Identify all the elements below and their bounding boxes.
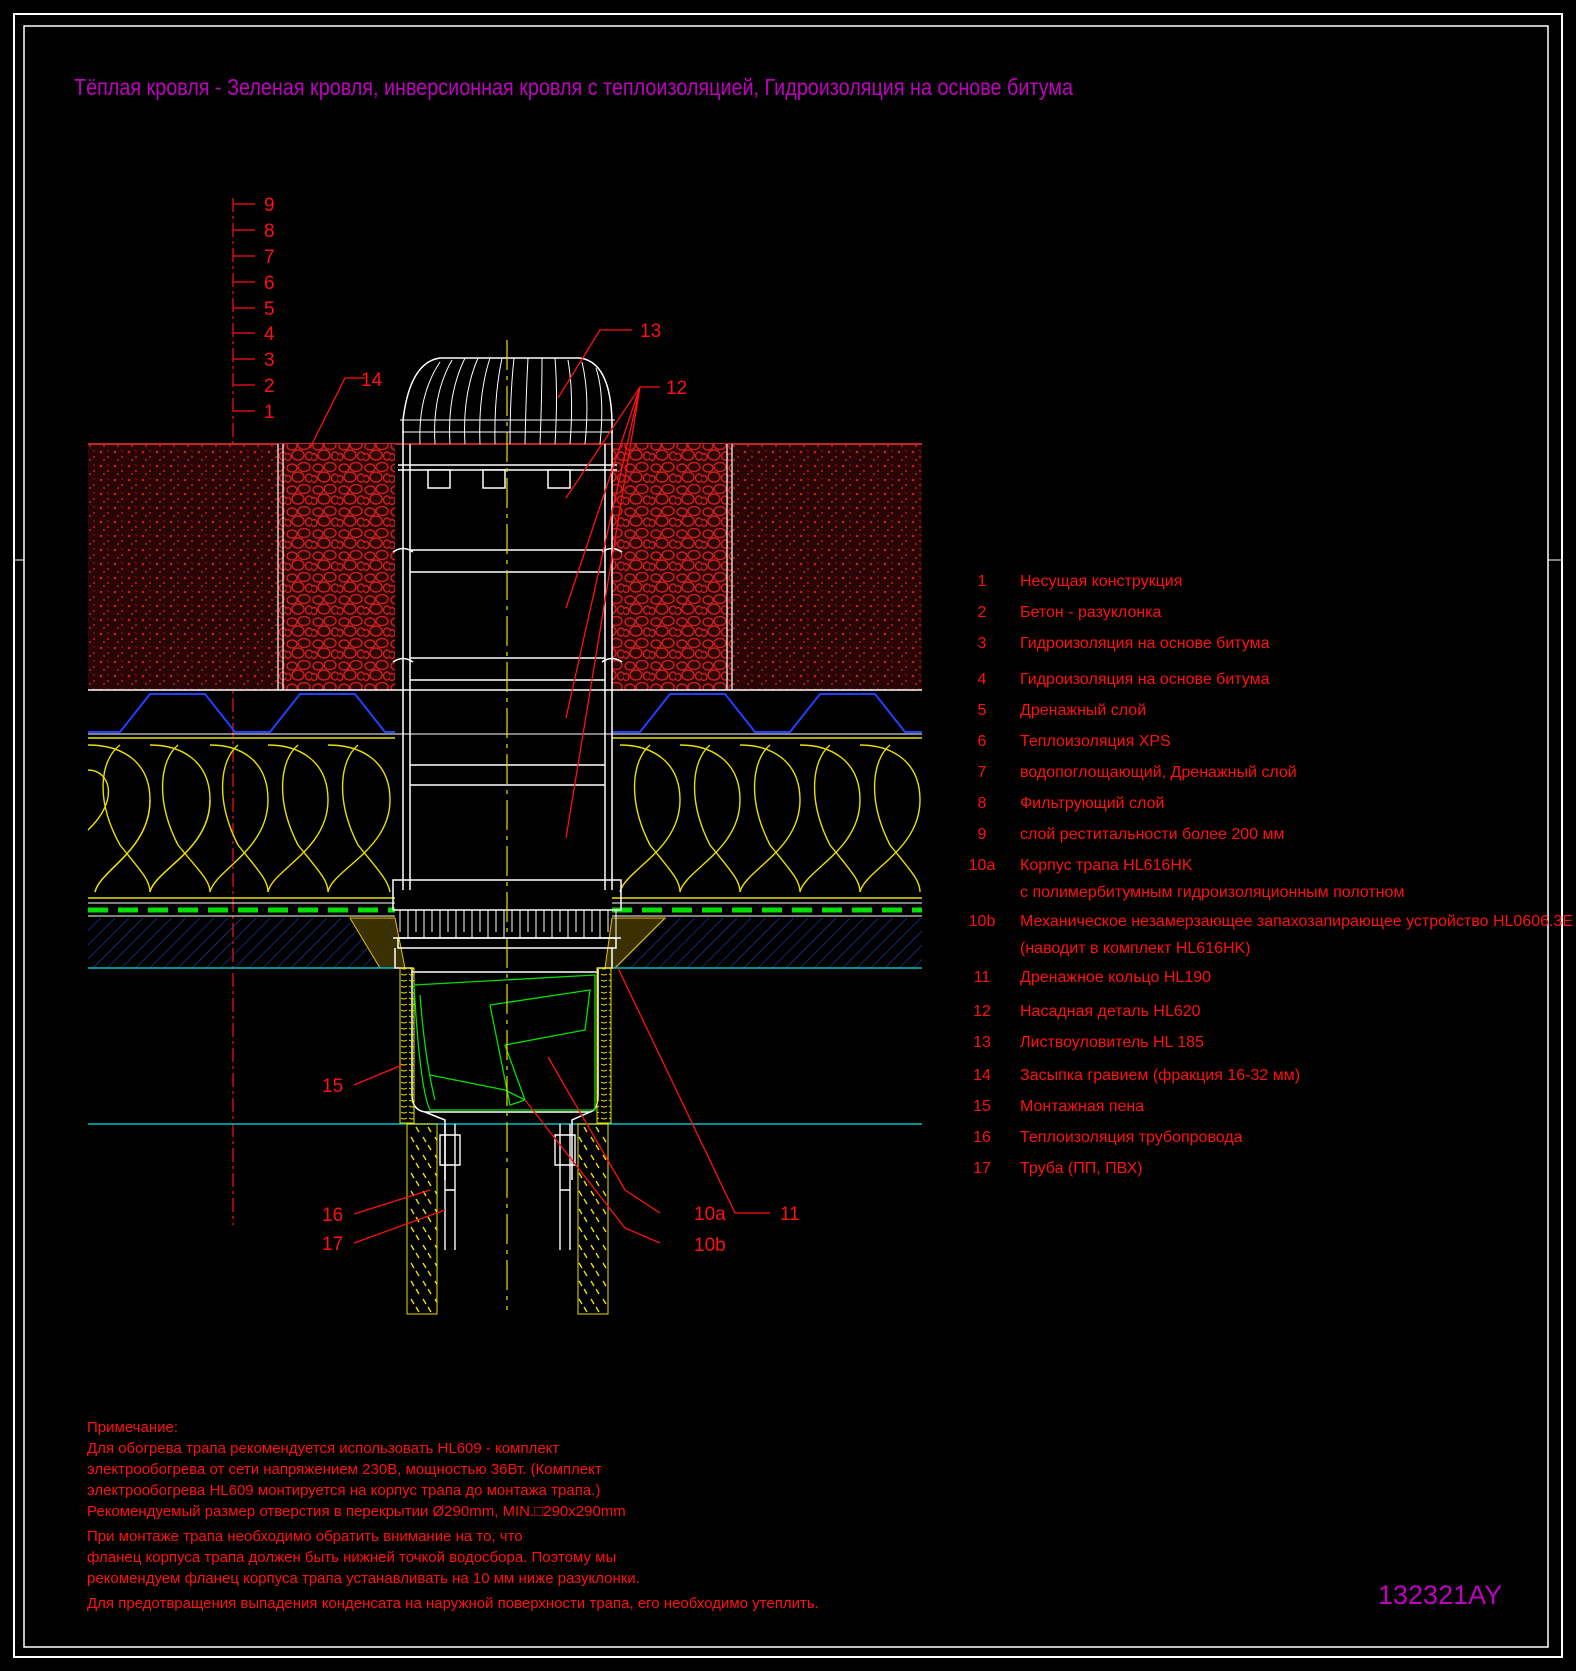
legend-text: слой реститальности более 200 мм bbox=[1020, 826, 1285, 843]
legend-num: 11 bbox=[973, 969, 991, 986]
callout-11: 11 bbox=[780, 1204, 800, 1225]
gravel-border-right bbox=[726, 444, 733, 690]
drawing-code: 132321AY bbox=[1378, 1580, 1503, 1610]
legend-text: Теплоизоляция XPS bbox=[1020, 733, 1171, 750]
callout-13: 13 bbox=[640, 321, 661, 342]
drain-body bbox=[394, 948, 613, 973]
gravel-fill-right bbox=[612, 444, 732, 690]
callout-17: 17 bbox=[322, 1234, 343, 1255]
notes-heading: Примечание: bbox=[87, 1419, 178, 1436]
gravel-fill-left bbox=[278, 444, 395, 690]
legend-text: Корпус трапа HL616HK bbox=[1020, 857, 1193, 874]
callout-15: 15 bbox=[322, 1076, 343, 1097]
legend-num: 7 bbox=[977, 764, 987, 781]
legend-num: 5 bbox=[977, 702, 987, 719]
xps-insulation bbox=[87, 737, 922, 899]
legend-num: 9 bbox=[977, 826, 987, 843]
legend-text: Несущая конструкция bbox=[1020, 573, 1183, 590]
notes-line: Рекомендуемый размер отверстия в перекры… bbox=[87, 1503, 626, 1520]
scale-label-4: 4 bbox=[264, 324, 275, 345]
legend-num: 10a bbox=[968, 857, 996, 874]
legend-text: Теплоизоляция трубопровода bbox=[1020, 1129, 1243, 1146]
legend-num: 1 bbox=[977, 573, 987, 590]
drainage-layer bbox=[88, 693, 922, 733]
notes-block: Примечание: Для обогрева трапа рекоменду… bbox=[87, 1417, 819, 1614]
legend-num: 2 bbox=[977, 604, 987, 621]
soil-layer-right bbox=[732, 444, 922, 690]
legend-text-2: с полимербитумным гидроизоляционным поло… bbox=[1020, 884, 1405, 901]
drawing-title: Тёплая кровля - Зеленая кровля, инверсио… bbox=[74, 74, 1073, 100]
legend-text: Механическое незамерзающее запахозапираю… bbox=[1020, 913, 1574, 930]
legend-num: 14 bbox=[973, 1067, 991, 1084]
mounting-foam-right bbox=[596, 967, 612, 1124]
legend-text: Листвоуловитель HL 185 bbox=[1020, 1034, 1204, 1051]
legend-num: 17 bbox=[973, 1160, 991, 1177]
drain-assembly bbox=[392, 357, 623, 1180]
legend-num: 6 bbox=[977, 733, 987, 750]
callout-10a: 10a bbox=[694, 1204, 726, 1225]
legend-num: 4 bbox=[977, 671, 987, 688]
legend-num: 3 bbox=[977, 635, 987, 652]
scale-label-2: 2 bbox=[264, 376, 275, 397]
callout-16: 16 bbox=[322, 1205, 343, 1226]
scale-label-1: 1 bbox=[264, 402, 275, 423]
concrete-screed-right bbox=[612, 918, 922, 968]
mounting-foam-left bbox=[399, 967, 415, 1124]
odour-trap bbox=[413, 974, 596, 1111]
scale-label-5: 5 bbox=[264, 299, 275, 320]
legend-text: Дренажное кольцо HL190 bbox=[1020, 969, 1212, 986]
scale-label-3: 3 bbox=[264, 350, 275, 371]
legend-text: Засыпка гравием (фракция 16-32 мм) bbox=[1020, 1067, 1301, 1084]
waterproofing-membrane bbox=[88, 902, 922, 917]
legend-num: 8 bbox=[977, 795, 987, 812]
notes-line: рекомендуем фланец корпуса трапа устанав… bbox=[87, 1570, 640, 1587]
concrete-screed-left bbox=[88, 918, 393, 968]
soil-layer-left bbox=[88, 444, 278, 690]
notes-line: При монтаже трапа необходимо обратить вн… bbox=[87, 1528, 523, 1545]
inner-frame bbox=[23, 25, 1549, 1648]
scale-label-8: 8 bbox=[264, 221, 275, 242]
leaf-guard bbox=[402, 357, 613, 444]
leader-lines bbox=[309, 329, 770, 1244]
legend-text: Монтажная пена bbox=[1020, 1098, 1145, 1115]
legend-num: 12 bbox=[973, 1003, 991, 1020]
legend-text: Насадная деталь HL620 bbox=[1020, 1003, 1201, 1020]
callout-12: 12 bbox=[666, 378, 687, 399]
legend-num: 15 bbox=[973, 1098, 991, 1115]
legend-text: Гидроизоляция на основе битума bbox=[1020, 635, 1270, 652]
legend-text: Труба (ПП, ПВХ) bbox=[1020, 1160, 1143, 1177]
legend-text: Гидроизоляция на основе битума bbox=[1020, 671, 1270, 688]
notes-line: фланец корпуса трапа должен быть нижней … bbox=[87, 1549, 617, 1566]
gravel-border-left bbox=[277, 444, 284, 690]
callout-10b: 10b bbox=[694, 1235, 726, 1256]
layer-scale: 9 8 7 6 5 4 3 2 1 bbox=[232, 195, 275, 1225]
pipe-insulation-right bbox=[577, 1123, 609, 1315]
scale-label-7: 7 bbox=[264, 247, 275, 268]
outer-frame bbox=[13, 13, 1563, 1658]
legend-num: 16 bbox=[973, 1129, 991, 1146]
legend-text-2: (наводит в комплект HL616HK) bbox=[1020, 940, 1251, 957]
legend-num: 10b bbox=[968, 913, 996, 930]
legend-num: 13 bbox=[973, 1034, 991, 1051]
legend-text: Бетон - разуклонка bbox=[1020, 604, 1162, 621]
notes-line: электрообогрева от сети напряжением 230В… bbox=[87, 1461, 602, 1478]
notes-line: Для обогрева трапа рекомендуется использ… bbox=[87, 1440, 560, 1457]
legend-text: Фильтрующий слой bbox=[1020, 795, 1165, 812]
notes-line: электрообогрева HL609 монтируется на кор… bbox=[87, 1482, 601, 1499]
notes-line: Для предотвращения выпадения конденсата … bbox=[87, 1595, 819, 1612]
legend-text: Дренажный слой bbox=[1020, 702, 1147, 719]
scale-label-6: 6 bbox=[264, 273, 275, 294]
callout-14: 14 bbox=[361, 370, 383, 391]
scale-label-9: 9 bbox=[264, 195, 275, 216]
legend-text: водопоглощающий, Дренажный слой bbox=[1020, 764, 1297, 781]
